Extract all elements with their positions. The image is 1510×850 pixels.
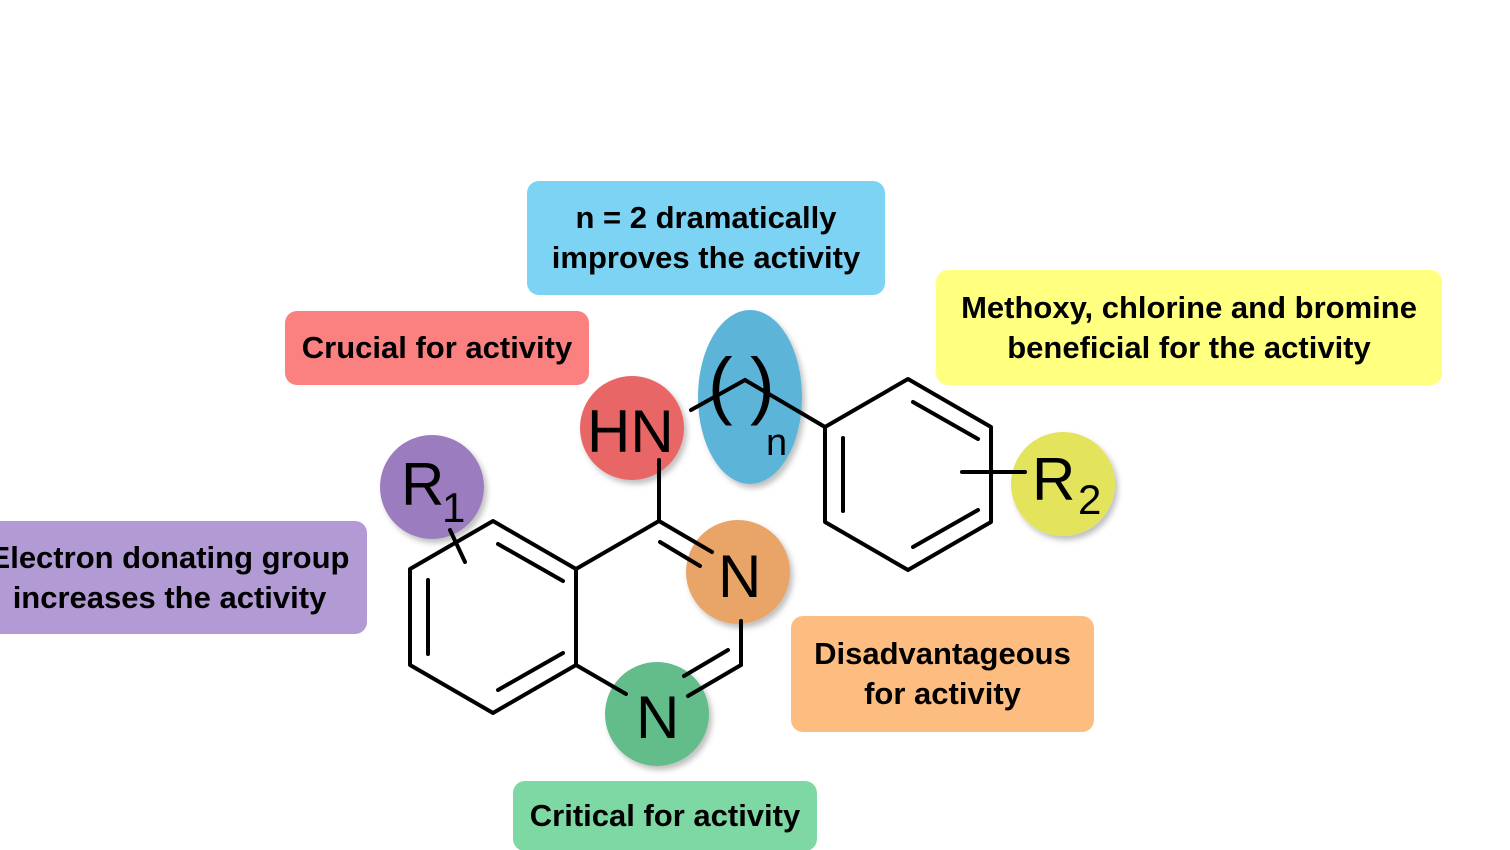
callout-r1-line2: increases the activity bbox=[12, 579, 327, 615]
callout-r2-substituents: Methoxy, chlorine and bromine beneficial… bbox=[936, 270, 1442, 385]
chain-open-paren: ( bbox=[708, 343, 733, 426]
callout-n1-text: Critical for activity bbox=[529, 798, 801, 833]
callout-r1-line1: Electron donating group bbox=[0, 539, 350, 575]
callout-nh-text: Crucial for activity bbox=[301, 330, 573, 365]
n3-label: N bbox=[718, 543, 761, 610]
r1-highlight bbox=[380, 435, 484, 539]
r1-label: R bbox=[401, 451, 444, 518]
phenyl-ring bbox=[823, 377, 993, 572]
r1-subscript: 1 bbox=[442, 484, 465, 531]
callout-r2-line1: Methoxy, chlorine and bromine bbox=[961, 289, 1417, 325]
callout-n3-line1: Disadvantageous bbox=[814, 636, 1071, 671]
chain-highlight bbox=[698, 310, 802, 484]
chain-repeat-subscript: n bbox=[766, 422, 787, 464]
r2-subscript: 2 bbox=[1078, 476, 1101, 523]
hn-label: HN bbox=[587, 398, 674, 465]
bonds bbox=[408, 377, 1027, 715]
r2-highlight bbox=[1011, 432, 1115, 536]
callout-n3-disadvantageous: Disadvantageous for activity bbox=[791, 616, 1094, 732]
n1-label: N bbox=[636, 684, 679, 751]
callout-r1-edg: Electron donating group increases the ac… bbox=[0, 521, 367, 634]
n1-highlight bbox=[605, 662, 709, 766]
hn-highlight bbox=[580, 376, 684, 480]
benzo-ring bbox=[408, 519, 578, 715]
callout-chain-length-line1: n = 2 dramatically bbox=[575, 200, 837, 235]
callout-n1-critical: Critical for activity bbox=[513, 781, 817, 850]
callout-r2-line2: beneficial for the activity bbox=[1007, 329, 1371, 365]
callout-nh-crucial: Crucial for activity bbox=[285, 311, 589, 385]
callout-chain-length-line2: improves the activity bbox=[551, 240, 861, 275]
callout-chain-length: n = 2 dramatically improves the activity bbox=[527, 181, 885, 295]
chain-close-paren: ) bbox=[750, 343, 775, 426]
callout-n3-line2: for activity bbox=[864, 676, 1021, 711]
n3-highlight bbox=[686, 520, 790, 624]
r2-label: R bbox=[1032, 446, 1075, 513]
